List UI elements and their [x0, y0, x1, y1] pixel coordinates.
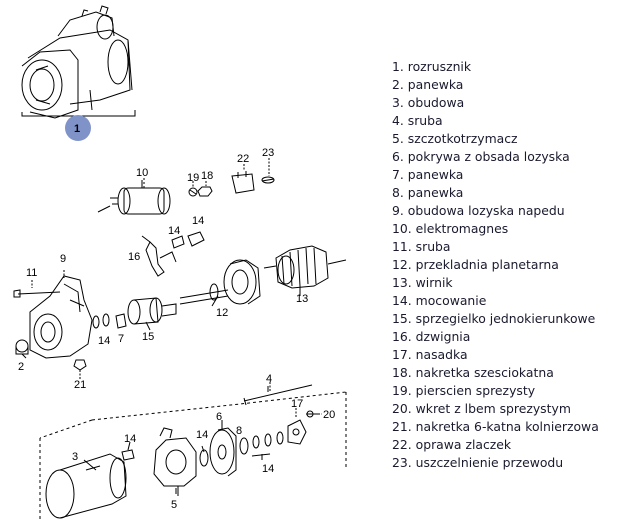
legend-item: 3. obudowa [392, 95, 465, 110]
callout-3: 3 [72, 451, 78, 463]
brush-holder-drawing [153, 427, 197, 496]
legend-item: 14. mocowanie [392, 293, 487, 308]
legend-item: 2. panewka [392, 77, 464, 92]
legend-item: 4. sruba [392, 113, 443, 128]
callout-15: 15 [142, 331, 154, 343]
legend-item: 18. nakretka szesciokatna [392, 365, 554, 380]
housing-drawing [45, 453, 127, 519]
legend-item: 12. przekladnia planetarna [392, 257, 559, 272]
callout-1: 1 [74, 123, 80, 135]
drive-housing-drawing [29, 275, 93, 359]
callout-14b: 14 [168, 225, 180, 237]
callout-23: 23 [262, 147, 274, 159]
legend-item: 17. nasadka [392, 347, 468, 362]
legend-item: 5. szczotkotrzymacz [392, 131, 518, 146]
exploded-diagram: 1 10 19 18 22 23 14 14 16 9 11 13 12 15 … [13, 5, 347, 520]
legend-item: 21. nakretka 6-katna kolnierzowa [392, 419, 599, 434]
callout-14e: 14 [124, 433, 136, 445]
planetary-gear-drawing [179, 259, 261, 305]
callout-16: 16 [128, 251, 140, 263]
legend-item: 8. panewka [392, 185, 464, 200]
callout-17: 17 [291, 398, 303, 410]
callout-2: 2 [18, 361, 24, 373]
clutch-drawing [127, 297, 177, 325]
callout-14f: 14 [262, 463, 274, 475]
armature-drawing [263, 245, 347, 289]
legend-item: 13. wirnik [392, 275, 453, 290]
legend-item: 23. uszczelnienie przewodu [392, 455, 564, 470]
callout-badge-1 [65, 115, 91, 141]
solenoid-drawing [97, 187, 171, 215]
legend-item: 15. sprzegielko jednokierunkowe [392, 311, 596, 326]
starter-assembly-drawing [21, 5, 133, 119]
callout-14c: 14 [98, 335, 110, 347]
callout-14d: 14 [196, 429, 208, 441]
callout-11: 11 [26, 267, 37, 279]
legend-item: 10. elektromagnes [392, 221, 509, 236]
legend-item: 16. dzwignia [392, 329, 471, 344]
callout-19: 19 [187, 172, 199, 184]
parts-legend: 1. rozrusznik 2. panewka 3. obudowa 4. s… [392, 58, 628, 472]
end-cover-drawing [209, 427, 237, 477]
callout-14a: 14 [192, 215, 204, 227]
callout-5: 5 [171, 499, 177, 511]
legend-item: 6. pokrywa z obsada lozyska [392, 149, 570, 164]
callout-6: 6 [216, 411, 222, 423]
legend-item: 22. oprawa zlaczek [392, 437, 512, 452]
callout-10: 10 [136, 167, 148, 179]
callout-12: 12 [216, 307, 228, 319]
legend-item: 19. pierscien sprezysty [392, 383, 536, 398]
callout-18: 18 [201, 170, 213, 182]
legend-item: 7. panewka [392, 167, 464, 182]
callout-4: 4 [266, 373, 272, 385]
legend-item: 1. rozrusznik [392, 59, 472, 74]
legend-item: 11. sruba [392, 239, 451, 254]
callout-7: 7 [118, 333, 124, 345]
callout-20: 20 [323, 409, 335, 421]
callout-8: 8 [236, 425, 242, 437]
legend-item: 20. wkret z lbem sprezystym [392, 401, 571, 416]
callout-13: 13 [296, 293, 308, 305]
callout-9: 9 [60, 253, 66, 265]
callout-21: 21 [74, 379, 86, 391]
legend-item: 9. obudowa lozyska napedu [392, 203, 565, 218]
callout-22: 22 [237, 153, 249, 165]
